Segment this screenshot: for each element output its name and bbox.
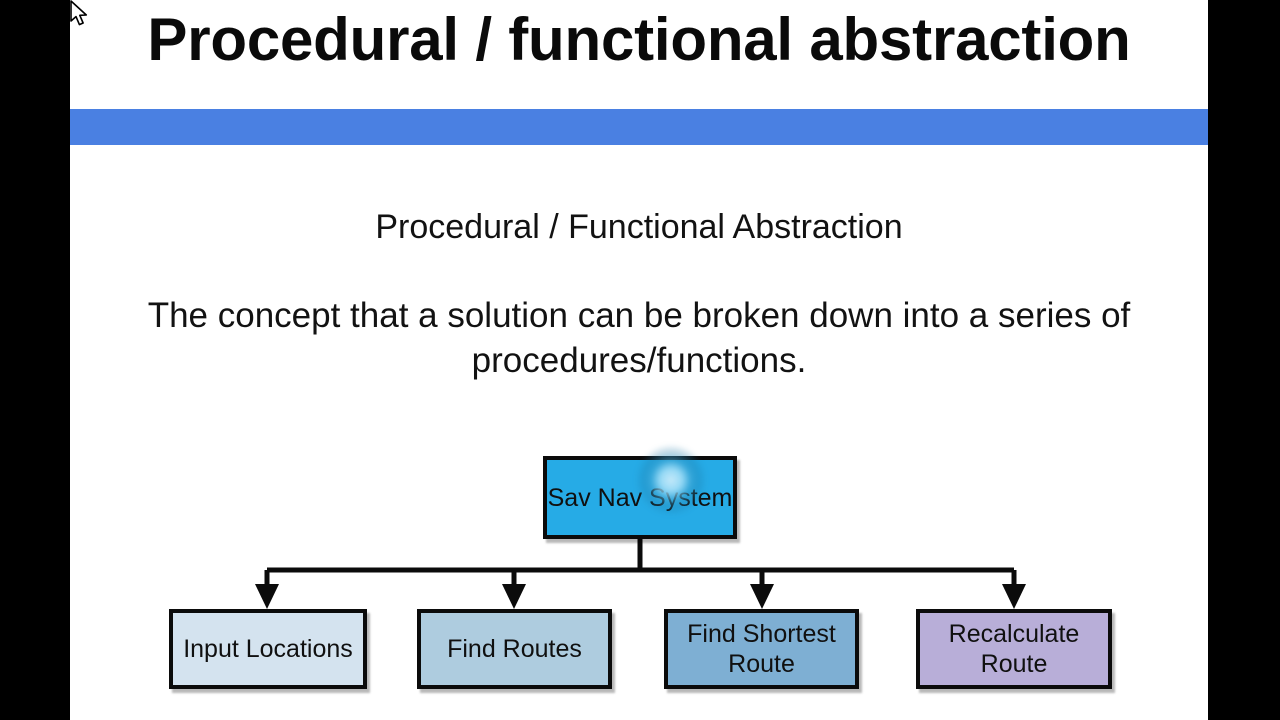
subheading: Procedural / Functional Abstraction	[375, 208, 903, 246]
connector-lines	[255, 539, 1026, 609]
diagram-node-label: Recalculate Route	[948, 620, 1080, 678]
slide-canvas: Procedural / functional abstraction Proc…	[70, 0, 1208, 720]
diagram-node-root-label: Sav Nav System	[547, 483, 733, 512]
diagram-node-find-routes[interactable]: Find Routes	[417, 609, 612, 689]
diagram-node-recalculate-route[interactable]: Recalculate Route	[916, 609, 1112, 689]
diagram-node-find-shortest-route[interactable]: Find Shortest Route	[664, 609, 859, 689]
page-title: Procedural / functional abstraction	[147, 6, 1131, 73]
diagram-node-label: Input Locations	[183, 635, 353, 663]
hierarchy-diagram: Sav Nav System Input Locations Find Rout…	[70, 0, 1208, 720]
title-accent-rule	[70, 109, 1208, 145]
diagram-node-root[interactable]: Sav Nav System	[543, 456, 737, 539]
body-paragraph: The concept that a solution can be broke…	[147, 296, 1131, 380]
title-band: Procedural / functional abstraction	[70, 0, 1208, 108]
diagram-node-label: Find Routes	[447, 635, 582, 663]
diagram-node-input-locations[interactable]: Input Locations	[169, 609, 367, 689]
diagram-node-label: Find Shortest Route	[687, 620, 836, 678]
